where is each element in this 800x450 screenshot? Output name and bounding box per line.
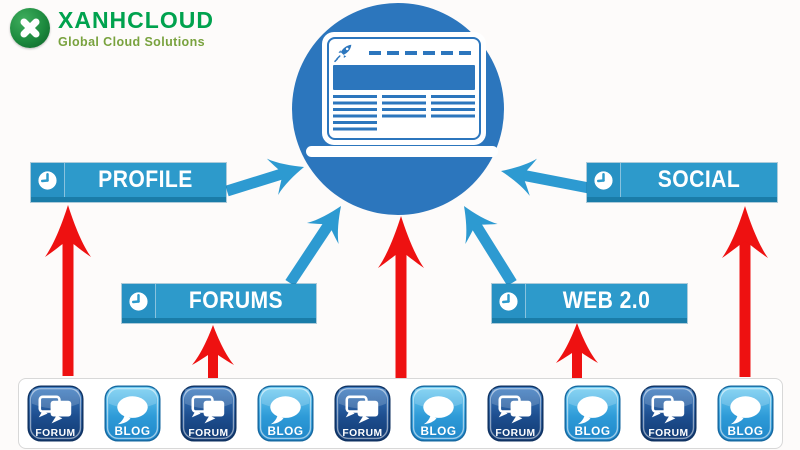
brand-name: XANHCLOUD	[58, 7, 214, 33]
blog-icon: BLOG	[104, 385, 161, 442]
text-column	[431, 95, 475, 121]
svg-text:FORUM: FORUM	[495, 428, 535, 439]
banner-social: SOCIAL	[587, 163, 777, 202]
clock-icon	[587, 163, 621, 197]
svg-text:BLOG: BLOG	[574, 425, 610, 438]
rocket-icon	[334, 44, 352, 62]
banner-profile: PROFILE	[31, 163, 226, 202]
laptop-base	[306, 146, 498, 157]
blue-arrow-profile	[225, 158, 304, 197]
xanhcloud-logo: XANHCLOUD Global Cloud Solutions	[10, 8, 214, 49]
svg-text:BLOG: BLOG	[267, 425, 303, 438]
svg-text:FORUM: FORUM	[189, 428, 229, 439]
laptop-screen	[322, 32, 486, 145]
red-arrow-center	[378, 216, 424, 378]
brand-tagline: Global Cloud Solutions	[58, 35, 205, 49]
forum-icon: FORUM	[334, 385, 391, 442]
blog-icon: BLOG	[564, 385, 621, 442]
blog-icon: BLOG	[257, 385, 314, 442]
svg-text:BLOG: BLOG	[421, 425, 457, 438]
banner-web20: WEB 2.0	[492, 284, 687, 323]
forum-icon: FORUM	[180, 385, 237, 442]
forum-blog-row: FORUM BLOG FORUM BLOG	[18, 378, 783, 449]
svg-text:BLOG: BLOG	[727, 425, 763, 438]
clock-icon	[31, 163, 65, 197]
clock-icon	[122, 284, 156, 318]
menu-dashes	[369, 50, 471, 55]
banner-label: FORUMS	[188, 287, 284, 314]
banner-label: WEB 2.0	[562, 287, 651, 314]
webpage-header-block	[333, 65, 475, 90]
text-column	[382, 95, 426, 121]
red-arrow-profile	[45, 205, 91, 376]
banner-forums: FORUMS	[122, 284, 316, 323]
forum-icon: FORUM	[27, 385, 84, 442]
blue-arrow-web20	[464, 206, 517, 286]
forum-icon: FORUM	[487, 385, 544, 442]
svg-text:BLOG: BLOG	[114, 425, 150, 438]
svg-text:FORUM: FORUM	[35, 428, 75, 439]
forum-icon: FORUM	[640, 385, 697, 442]
blog-icon: BLOG	[410, 385, 467, 442]
banner-label: SOCIAL	[657, 166, 741, 193]
svg-text:FORUM: FORUM	[649, 428, 689, 439]
banner-label: PROFILE	[98, 166, 193, 193]
text-column	[333, 95, 377, 133]
svg-text:FORUM: FORUM	[342, 428, 382, 439]
blog-icon: BLOG	[717, 385, 774, 442]
red-arrow-forums	[192, 325, 234, 378]
blue-arrow-forums	[285, 206, 341, 287]
blue-arrow-social	[501, 158, 591, 196]
clock-icon	[492, 284, 526, 318]
red-arrow-web20	[556, 323, 598, 378]
red-arrow-social	[722, 206, 768, 377]
logo-x-icon	[10, 8, 50, 48]
